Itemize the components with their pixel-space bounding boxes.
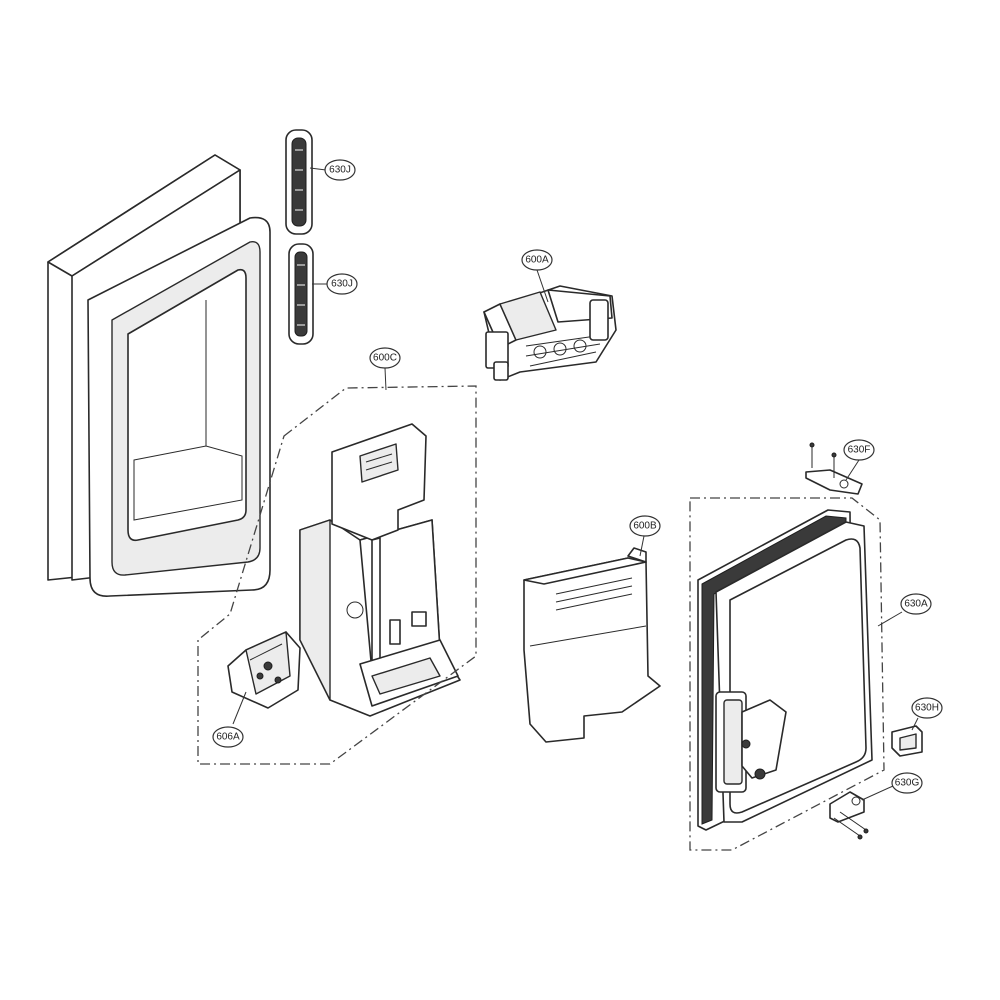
hinge-630f <box>805 442 863 495</box>
ice-maker-600a <box>483 285 617 381</box>
cover-630j-upper <box>285 129 313 235</box>
callout-600b: 600B <box>629 515 661 537</box>
svg-text:630J: 630J <box>329 165 351 176</box>
group-outline-630a <box>689 497 885 851</box>
group-outline-600c <box>197 385 477 765</box>
cover-630j-lower <box>288 243 314 345</box>
callout-606a: 606A <box>212 726 244 748</box>
svg-text:630G: 630G <box>895 778 920 789</box>
svg-text:630J: 630J <box>331 279 353 290</box>
hinge-630g <box>829 791 869 840</box>
callout-630j-upper: 630J <box>324 159 356 181</box>
svg-text:630F: 630F <box>848 445 871 456</box>
svg-text:600C: 600C <box>373 353 397 364</box>
svg-text:630A: 630A <box>904 599 928 610</box>
svg-text:630H: 630H <box>915 703 939 714</box>
ice-door-630a <box>697 509 873 831</box>
latch-630h <box>891 725 923 757</box>
bracket-606a <box>227 631 301 709</box>
leader-lines <box>232 167 919 801</box>
callout-630f: 630F <box>843 439 875 461</box>
callout-600c: 600C <box>369 347 401 369</box>
callout-630h: 630H <box>911 697 943 719</box>
svg-text:600B: 600B <box>633 521 657 532</box>
dispenser-cover-600b <box>523 547 661 743</box>
svg-text:606A: 606A <box>216 732 240 743</box>
svg-text:600A: 600A <box>525 255 549 266</box>
callout-600a: 600A <box>521 249 553 271</box>
dispenser-housing-600c <box>299 423 461 717</box>
callout-630j-lower: 630J <box>326 273 358 295</box>
callout-630a: 630A <box>900 593 932 615</box>
door-liner <box>47 154 271 597</box>
callout-630g: 630G <box>891 772 923 794</box>
